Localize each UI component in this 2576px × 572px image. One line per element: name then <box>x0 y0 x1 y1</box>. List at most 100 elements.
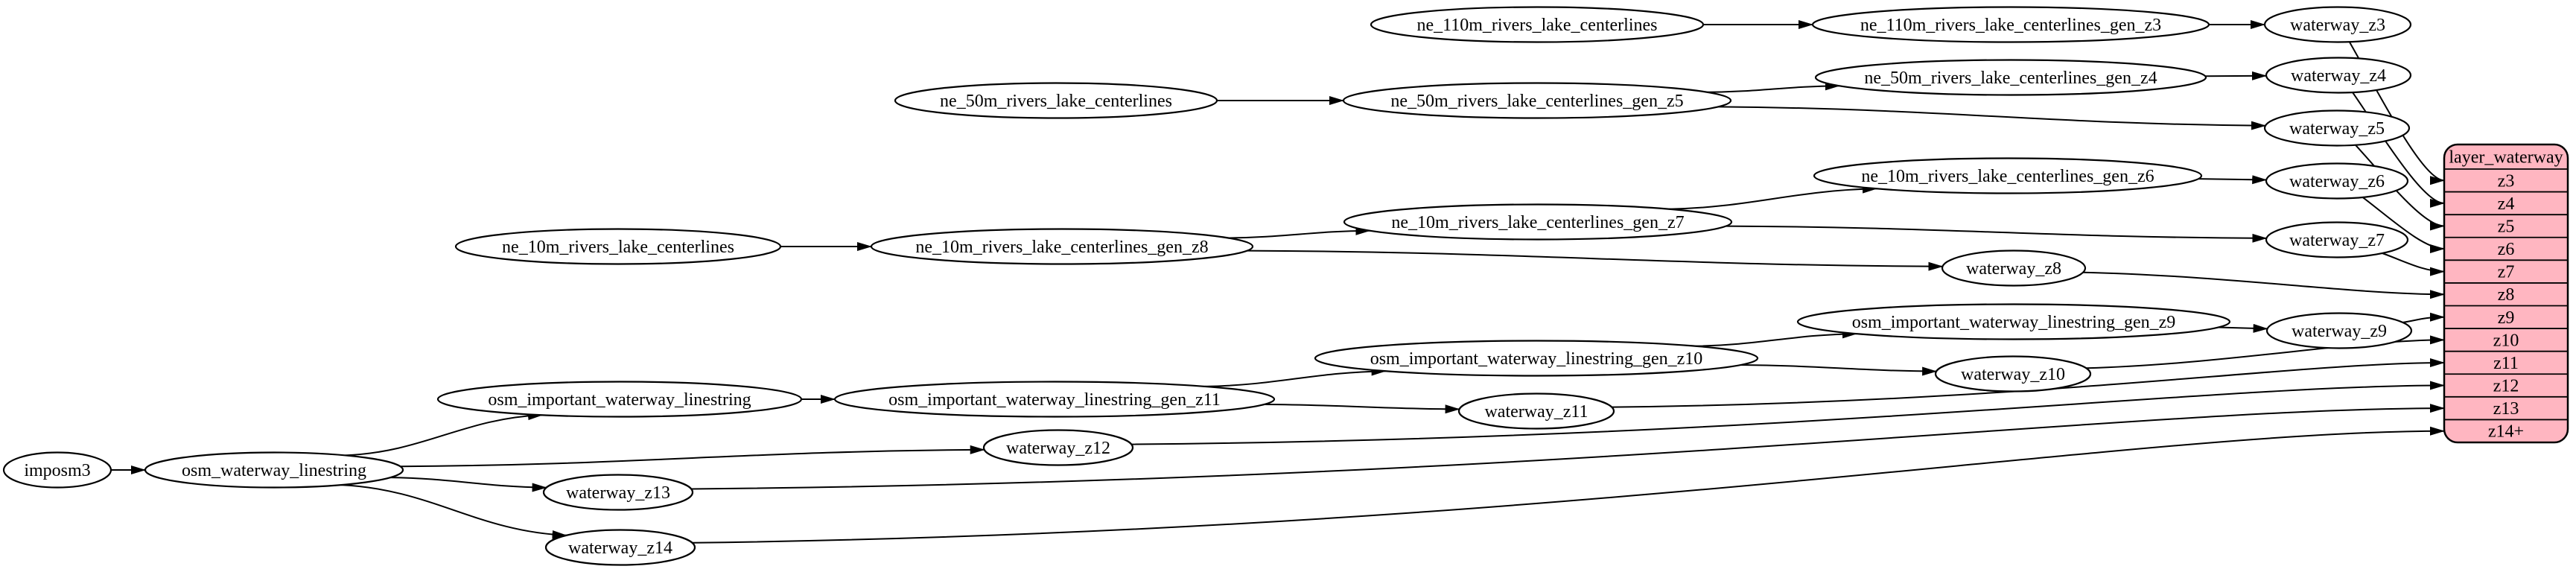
node-ne_10m_rivers_lake_centerlines_gen_z7-shape <box>1343 203 1733 241</box>
node-osm_waterway_linestring-shape <box>144 451 404 489</box>
edge-waterway_z7-to-z7 <box>2382 252 2445 276</box>
node-ne_10m_rivers_lake_centerlines_gen_z8: ne_10m_rivers_lake_centerlines_gen_z8 <box>870 228 1254 265</box>
node-waterway_z6: waterway_z6 <box>2265 162 2409 200</box>
layer-waterway-table-row-z14: z14+ <box>2488 422 2524 442</box>
layer-waterway-table-row-z9: z9 <box>2498 308 2515 328</box>
layer-waterway-table-background <box>2443 143 2569 444</box>
node-waterway_z6-shape <box>2265 162 2409 200</box>
layer-waterway-table-row-z11: z11 <box>2493 354 2519 373</box>
node-waterway_z4-label: waterway_z4 <box>2291 66 2386 86</box>
edge-ne_50m_rivers_lake_centerlines_gen_z4-to-waterway_z4 <box>2205 71 2267 80</box>
layer-waterway-table-row-z10: z10 <box>2493 331 2519 350</box>
edge-osm_waterway_linestring-to-waterway_z12 <box>400 445 985 468</box>
edge-waterway_z5-to-z5 <box>2355 144 2445 231</box>
node-ne_110m_rivers_lake_centerlines: ne_110m_rivers_lake_centerlines <box>1370 6 1705 43</box>
node-osm_important_waterway_linestring_gen_z9: osm_important_waterway_linestring_gen_z9 <box>1796 303 2231 340</box>
node-waterway_z13-shape <box>542 474 694 511</box>
node-ne_50m_rivers_lake_centerlines_gen_z4-label: ne_50m_rivers_lake_centerlines_gen_z4 <box>1864 69 2157 88</box>
node-waterway_z3: waterway_z3 <box>2263 6 2412 43</box>
node-osm_important_waterway_linestring_gen_z10: osm_important_waterway_linestring_gen_z1… <box>1314 340 1759 377</box>
node-waterway_z13-label: waterway_z13 <box>566 483 670 503</box>
layer-waterway-table-row-z8: z8 <box>2498 285 2515 305</box>
node-waterway_z6-label: waterway_z6 <box>2289 172 2385 191</box>
edge-osm_waterway_linestring-to-waterway_z14 <box>340 484 567 539</box>
edges-layer <box>111 20 2445 544</box>
node-ne_50m_rivers_lake_centerlines_gen_z5-shape <box>1342 82 1732 119</box>
node-ne_110m_rivers_lake_centerlines_gen_z3: ne_110m_rivers_lake_centerlines_gen_z3 <box>1811 6 2210 43</box>
node-waterway_z7: waterway_z7 <box>2265 221 2409 258</box>
node-waterway_z9-label: waterway_z9 <box>2292 322 2387 341</box>
edge-ne_50m_rivers_lake_centerlines_gen_z5-to-waterway_z5 <box>1717 106 2266 130</box>
node-waterway_z8-label: waterway_z8 <box>1966 259 2061 279</box>
node-waterway_z8-shape <box>1941 250 2087 287</box>
edge-osm_important_waterway_linestring_gen_z11-to-osm_important_waterway_linestring_gen_z10 <box>1204 366 1387 387</box>
node-ne_10m_rivers_lake_centerlines_gen_z6-shape <box>1813 157 2203 194</box>
edge-waterway_z9-to-z9 <box>2402 312 2445 323</box>
node-waterway_z4: waterway_z4 <box>2265 57 2412 94</box>
layer-waterway-table-title: layer_waterway <box>2449 148 2563 168</box>
layer-waterway-table-row-z4: z4 <box>2498 194 2515 214</box>
node-osm_waterway_linestring: osm_waterway_linestring <box>144 451 404 489</box>
node-waterway_z8: waterway_z8 <box>1941 250 2087 287</box>
node-ne_10m_rivers_lake_centerlines_gen_z7: ne_10m_rivers_lake_centerlines_gen_z7 <box>1343 203 1733 241</box>
node-waterway_z11: waterway_z11 <box>1457 393 1615 430</box>
node-ne_10m_rivers_lake_centerlines: ne_10m_rivers_lake_centerlines <box>454 228 782 265</box>
node-waterway_z9: waterway_z9 <box>2265 312 2413 349</box>
node-osm_important_waterway_linestring_gen_z9-shape <box>1796 303 2231 340</box>
edge-osm_important_waterway_linestring_gen_z10-to-waterway_z10 <box>1740 364 1938 376</box>
node-ne_50m_rivers_lake_centerlines_gen_z5: ne_50m_rivers_lake_centerlines_gen_z5 <box>1342 82 1732 119</box>
node-ne_10m_rivers_lake_centerlines-label: ne_10m_rivers_lake_centerlines <box>502 238 734 257</box>
node-ne_10m_rivers_lake_centerlines_gen_z6: ne_10m_rivers_lake_centerlines_gen_z6 <box>1813 157 2203 194</box>
node-ne_50m_rivers_lake_centerlines-shape <box>894 82 1218 119</box>
node-ne_50m_rivers_lake_centerlines-label: ne_50m_rivers_lake_centerlines <box>940 92 1172 111</box>
node-osm_important_waterway_linestring_gen_z10-label: osm_important_waterway_linestring_gen_z1… <box>1370 349 1703 369</box>
node-ne_50m_rivers_lake_centerlines_gen_z5-label: ne_50m_rivers_lake_centerlines_gen_z5 <box>1390 92 1683 111</box>
node-osm_important_waterway_linestring: osm_important_waterway_linestring <box>436 381 803 418</box>
node-waterway_z11-label: waterway_z11 <box>1484 402 1588 422</box>
node-waterway_z14-label: waterway_z14 <box>568 538 672 558</box>
node-waterway_z11-shape <box>1457 393 1615 430</box>
node-ne_50m_rivers_lake_centerlines: ne_50m_rivers_lake_centerlines <box>894 82 1218 119</box>
node-waterway_z3-shape <box>2263 6 2412 43</box>
node-imposm3: imposm3 <box>2 451 112 489</box>
node-osm_important_waterway_linestring_gen_z11: osm_important_waterway_linestring_gen_z1… <box>833 381 1276 418</box>
node-waterway_z4-shape <box>2265 57 2412 94</box>
edge-waterway_z8-to-z8 <box>2083 271 2445 299</box>
node-waterway_z5: waterway_z5 <box>2263 109 2411 147</box>
node-ne_110m_rivers_lake_centerlines-label: ne_110m_rivers_lake_centerlines <box>1417 16 1658 35</box>
node-ne_10m_rivers_lake_centerlines-shape <box>454 228 782 265</box>
node-ne_10m_rivers_lake_centerlines_gen_z6-label: ne_10m_rivers_lake_centerlines_gen_z6 <box>1861 167 2154 186</box>
node-imposm3-shape <box>2 451 112 489</box>
node-waterway_z12-label: waterway_z12 <box>1006 439 1110 458</box>
node-osm_important_waterway_linestring-shape <box>436 381 803 418</box>
edge-waterway_z6-to-z6 <box>2362 197 2445 253</box>
node-waterway_z9-shape <box>2265 312 2413 349</box>
edge-ne_50m_rivers_lake_centerlines_gen_z5-to-ne_50m_rivers_lake_centerlines_gen_z4 <box>1707 81 1840 93</box>
node-ne_110m_rivers_lake_centerlines_gen_z3-label: ne_110m_rivers_lake_centerlines_gen_z3 <box>1860 16 2161 35</box>
node-waterway_z7-shape <box>2265 221 2409 258</box>
node-waterway_z14: waterway_z14 <box>544 529 696 566</box>
node-ne_110m_rivers_lake_centerlines_gen_z3-shape <box>1811 6 2210 43</box>
edge-waterway_z12-to-z12 <box>1131 381 2445 445</box>
layer-waterway-table-row-z3: z3 <box>2498 171 2515 191</box>
edge-osm_waterway_linestring-to-osm_important_waterway_linestring <box>345 411 544 457</box>
edge-osm_important_waterway_linestring_gen_z9-to-waterway_z9 <box>2218 323 2268 333</box>
node-ne_10m_rivers_lake_centerlines_gen_z8-shape <box>870 228 1254 265</box>
node-ne_50m_rivers_lake_centerlines_gen_z4-shape <box>1814 59 2207 96</box>
node-osm_important_waterway_linestring_gen_z10-shape <box>1314 340 1759 377</box>
layer-waterway-table-row-z6: z6 <box>2498 240 2515 259</box>
edge-waterway_z14-to-z14+ <box>692 426 2445 544</box>
node-waterway_z3-label: waterway_z3 <box>2290 16 2385 35</box>
layer-waterway-table-row-z5: z5 <box>2498 217 2515 236</box>
layer-waterway-table-row-z12: z12 <box>2493 377 2519 396</box>
node-osm_waterway_linestring-label: osm_waterway_linestring <box>182 461 366 480</box>
node-waterway_z5-shape <box>2263 109 2411 147</box>
node-osm_important_waterway_linestring-label: osm_important_waterway_linestring <box>488 390 751 410</box>
edge-ne_10m_rivers_lake_centerlines_gen_z8-to-ne_10m_rivers_lake_centerlines_gen_z7 <box>1228 226 1371 239</box>
layer-waterway-table-row-z13: z13 <box>2493 399 2519 419</box>
node-ne_10m_rivers_lake_centerlines_gen_z7-label: ne_10m_rivers_lake_centerlines_gen_z7 <box>1391 213 1684 232</box>
edge-osm_important_waterway_linestring_gen_z11-to-waterway_z11 <box>1264 404 1460 414</box>
node-ne_10m_rivers_lake_centerlines_gen_z8-label: ne_10m_rivers_lake_centerlines_gen_z8 <box>915 238 1208 257</box>
